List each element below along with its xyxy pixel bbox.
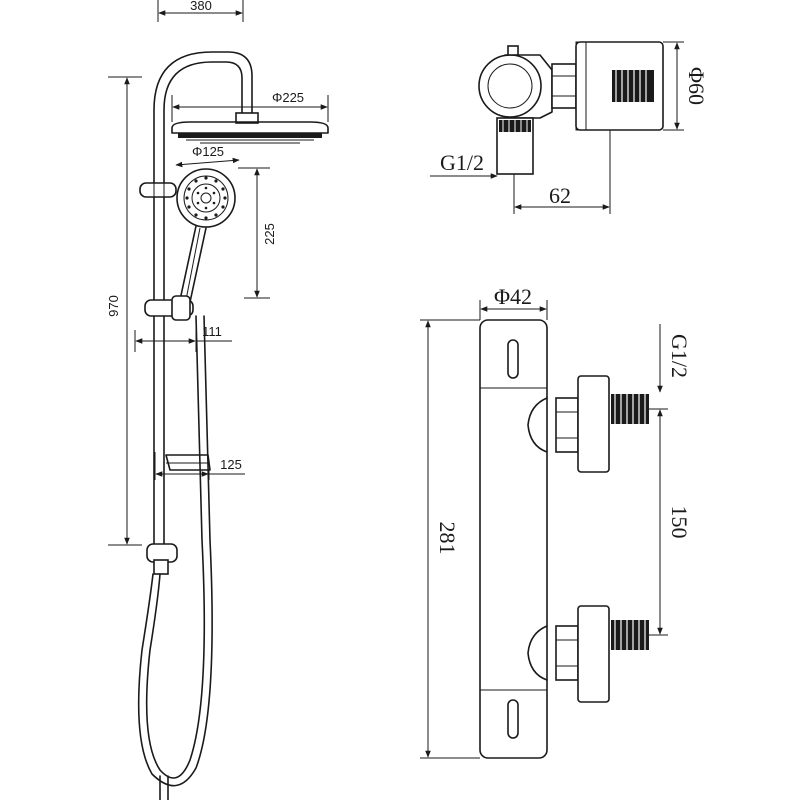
dim-arm-width: 380: [157, 0, 244, 22]
callout-front-thread: G1/2: [657, 324, 692, 393]
riser-pipe: [153, 51, 253, 546]
dim-handset-diameter: Φ125: [175, 144, 240, 168]
callout-top-thread: G1/2: [430, 150, 498, 179]
dim-shelf-depth-label: 125: [220, 457, 242, 472]
hand-shower: [176, 168, 236, 303]
callout-top-thread-label: G1/2: [440, 150, 484, 175]
dim-valve-depth-label: 62: [549, 183, 571, 208]
dim-valve-depth: 62: [513, 130, 611, 214]
upper-inlet: [527, 375, 649, 473]
soap-shelf: [165, 454, 211, 471]
valve-top-view: Φ60 G1/2 62: [430, 41, 709, 214]
dim-inlet-centers-label: 150: [667, 506, 692, 539]
dim-total-height-label: 970: [106, 295, 121, 317]
dim-inlet-centers: 150: [649, 408, 692, 636]
dim-handset-drop: 225: [238, 167, 277, 299]
dim-valve-diameter-label: Φ60: [684, 67, 709, 105]
dim-head-diameter-label: Φ225: [272, 90, 304, 105]
dim-arm-width-label: 380: [190, 0, 212, 13]
bottom-slot: [507, 699, 519, 739]
dim-rail-offset-label: 111: [202, 324, 222, 339]
dim-handset-diameter-label: Φ125: [192, 144, 224, 159]
shower-system-drawing: 380 Φ225 Φ125 225 970: [106, 0, 329, 800]
callout-front-thread-label: G1/2: [667, 334, 692, 378]
dim-valve-length-label: 281: [435, 522, 460, 555]
dim-total-height: 970: [106, 76, 142, 546]
dim-head-diameter: Φ225: [171, 90, 329, 122]
shower-hose: [145, 315, 206, 779]
upper-bracket: [139, 182, 177, 198]
riser-pipe-inner: [163, 61, 243, 546]
dim-handset-drop-label: 225: [262, 223, 277, 245]
valve-front-view: Φ42 G1/2 281 150: [420, 284, 692, 759]
dim-shelf-depth: 125: [154, 452, 245, 480]
dim-body-diameter: Φ42: [479, 284, 548, 320]
thread-top-right: [612, 70, 654, 102]
slider-holder: [144, 295, 194, 321]
top-slot: [507, 339, 519, 379]
dim-body-diameter-label: Φ42: [494, 284, 532, 309]
dim-valve-length: 281: [420, 319, 480, 759]
dim-valve-diameter: Φ60: [663, 41, 709, 131]
lower-inlet: [527, 605, 649, 703]
shower-hose-inner: [137, 315, 213, 787]
shower-head: [171, 112, 329, 144]
water-outlet: [146, 543, 178, 575]
dim-rail-offset: 111: [134, 322, 232, 352]
